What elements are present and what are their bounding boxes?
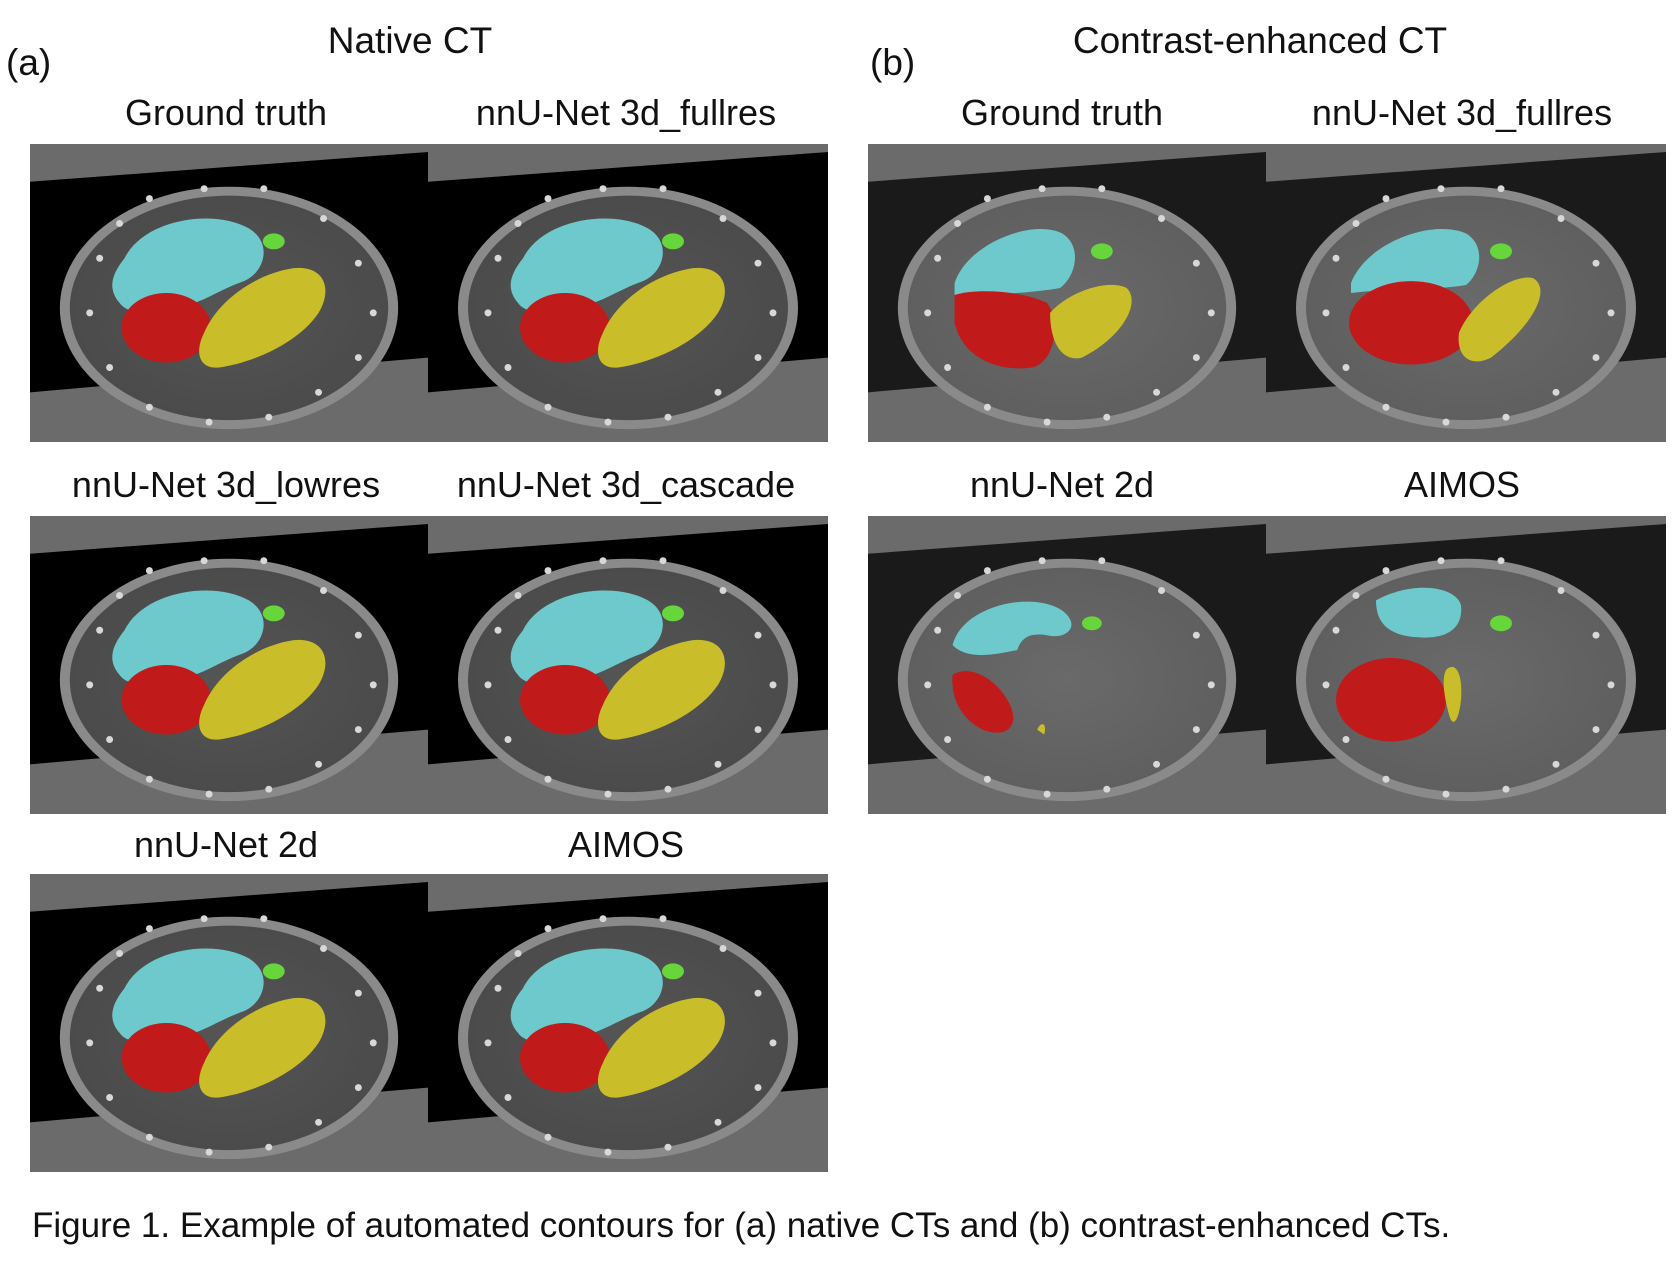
ct-image-a-3d-lowres [30, 516, 428, 814]
tile-title-a2: nnU-Net 3d_fullres [475, 92, 777, 133]
tile-title-b2: nnU-Net 3d_fullres [1311, 92, 1613, 133]
ct-image-a-aimos [428, 874, 828, 1172]
figure-caption: Figure 1. Example of automated contours … [32, 1206, 1451, 1245]
panel-b-title: Contrast-enhanced CT [1072, 20, 1448, 61]
panel-a-label: (a) [6, 42, 52, 83]
tile-title-a3: nnU-Net 3d_lowres [71, 464, 381, 505]
tile-title-b4: AIMOS [1403, 464, 1520, 505]
tile-title-b1: Ground truth [960, 92, 1164, 133]
ct-image-a-ground-truth [30, 144, 428, 442]
ct-image-a-3d-fullres [428, 144, 828, 442]
ct-image-b-3d-fullres [1266, 144, 1666, 442]
tile-title-a6: AIMOS [567, 824, 684, 865]
ct-image-a-3d-cascade [428, 516, 828, 814]
tile-title-a5: nnU-Net 2d [133, 824, 319, 865]
panel-b-label: (b) [870, 42, 916, 83]
ct-image-a-2d [30, 874, 428, 1172]
ct-image-b-2d [868, 516, 1266, 814]
ct-image-b-aimos [1266, 516, 1666, 814]
tile-title-a4: nnU-Net 3d_cascade [456, 464, 796, 505]
tile-title-b3: nnU-Net 2d [969, 464, 1155, 505]
ct-image-b-ground-truth [868, 144, 1266, 442]
tile-title-a1: Ground truth [124, 92, 328, 133]
panel-a-title: Native CT [327, 20, 493, 61]
